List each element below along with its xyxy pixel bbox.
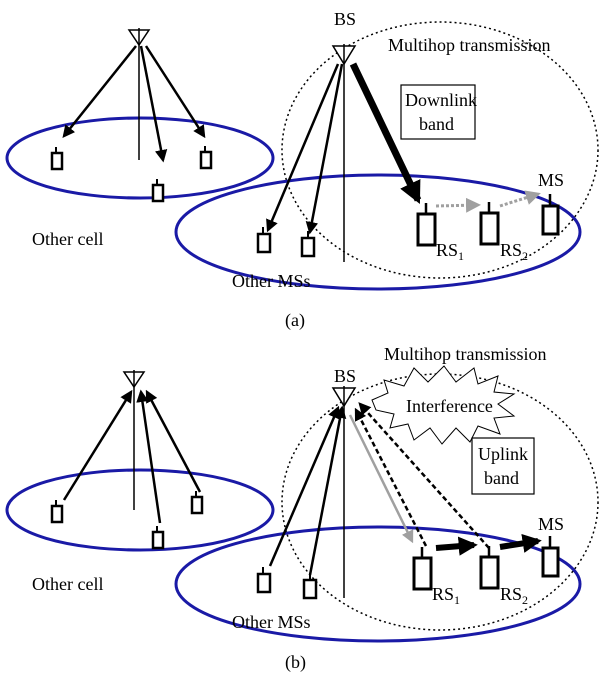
uplink-arrow — [136, 389, 162, 524]
interference-burst: Interference — [371, 365, 516, 445]
downlink-arrow — [305, 63, 344, 235]
bs-label: BS — [334, 9, 356, 29]
rs1-to-rs2-arrow — [435, 197, 481, 213]
band-label-line2: band — [484, 468, 519, 488]
rs2-label: RS2 — [500, 240, 528, 263]
downlink-arrow — [62, 45, 137, 138]
downlink-arrow — [139, 45, 168, 163]
band-box: Downlink band — [400, 84, 477, 140]
antenna-icon — [122, 370, 146, 510]
serving-cell-ellipse — [174, 525, 582, 643]
other-ms-label: Other MSs — [232, 612, 311, 632]
band-label-line1: Downlink — [405, 90, 477, 110]
bs-label: BS — [334, 366, 356, 386]
mobile-station-icon — [256, 227, 272, 254]
multihop-label: Multihop transmission — [384, 344, 547, 364]
relay-station-rs2 — [479, 202, 500, 246]
band-box: Uplink band — [471, 437, 535, 495]
other-cell-ellipse — [5, 116, 275, 200]
relay-station-rs1 — [412, 547, 433, 591]
rs2-label: RS2 — [500, 584, 528, 607]
bs-to-rs1-arrow — [348, 414, 414, 544]
mobile-station-icon — [50, 147, 64, 171]
rs1-to-rs2-arrow — [435, 536, 478, 556]
antenna-icon — [331, 386, 357, 598]
mobile-station-icon — [151, 179, 165, 203]
caption-a: (a) — [285, 310, 305, 331]
interference-arrow — [354, 407, 428, 547]
bs-to-rs1-arrow — [349, 62, 422, 205]
antenna-icon — [127, 28, 151, 160]
rs2-to-ms-arrow — [499, 190, 541, 208]
band-label-line2: band — [419, 114, 454, 134]
relay-station-rs2 — [479, 546, 500, 590]
relay-station-rs1 — [416, 203, 437, 247]
target-ms — [541, 194, 560, 236]
band-label-line1: Uplink — [478, 444, 528, 464]
serving-cell-ellipse — [174, 173, 582, 291]
uplink-arrow — [308, 405, 347, 576]
other-cell-ellipse — [5, 468, 275, 552]
rs2-to-ms-arrow — [499, 533, 542, 553]
target-ms — [541, 536, 560, 578]
panel-a: BS Multihop transmission Downlink band M… — [5, 9, 599, 331]
antenna-icon — [331, 44, 357, 262]
downlink-arrow — [144, 45, 206, 139]
other-ms-label: Other MSs — [232, 271, 311, 291]
multihop-label: Multihop transmission — [388, 35, 551, 55]
mobile-station-icon — [302, 573, 318, 600]
multihop-region — [281, 21, 599, 279]
mobile-station-icon — [190, 491, 204, 515]
other-cell-label: Other cell — [32, 574, 103, 594]
mobile-station-icon — [50, 500, 64, 524]
uplink-arrow — [268, 405, 340, 567]
interference-label: Interference — [406, 396, 493, 416]
uplink-arrow — [145, 389, 202, 493]
rs1-label: RS1 — [432, 584, 460, 607]
mobile-station-icon — [151, 526, 165, 550]
mobile-station-icon — [256, 567, 272, 594]
interference-arrow — [358, 402, 490, 549]
downlink-arrow — [266, 63, 340, 233]
mobile-station-icon — [199, 146, 213, 170]
panel-b: BS Multihop transmission Interference Up… — [5, 344, 599, 673]
ms-label: MS — [538, 170, 564, 190]
uplink-arrow — [62, 389, 133, 501]
mobile-station-icon — [300, 231, 316, 258]
rs1-label: RS1 — [436, 240, 464, 263]
ms-label: MS — [538, 514, 564, 534]
other-cell-label: Other cell — [32, 229, 103, 249]
caption-b: (b) — [285, 652, 306, 673]
